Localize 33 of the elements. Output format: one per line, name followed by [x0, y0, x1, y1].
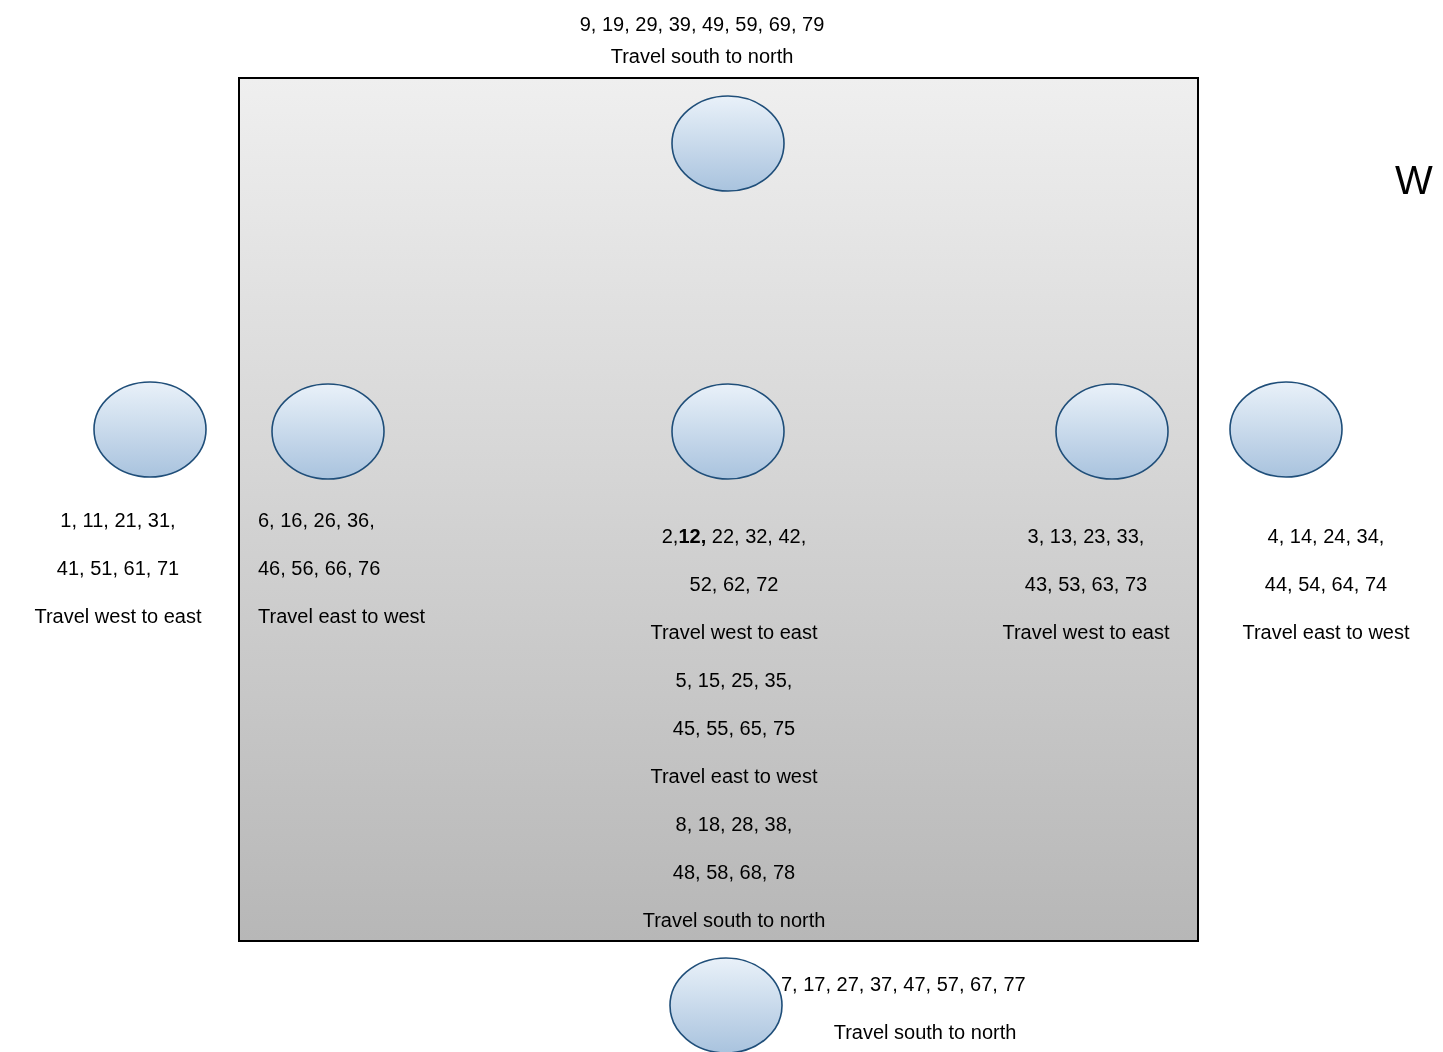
direction-caption: Travel south to north [610, 44, 794, 68]
number-list: 5, 15, 25, 35, [675, 668, 793, 692]
number-list: 44, 54, 64, 74 [1264, 572, 1388, 596]
direction-caption: Travel east to west [1242, 620, 1410, 644]
direction-caption: Travel west to east [1002, 620, 1170, 644]
number-list: 41, 51, 61, 71 [56, 556, 180, 580]
direction-caption: Travel west to east [650, 620, 818, 644]
compass-letter: W [1395, 158, 1433, 202]
number-list: 1, 11, 21, 31, [60, 508, 176, 532]
number-list: 4, 14, 24, 34, [1267, 524, 1385, 548]
number-list: 7, 17, 27, 37, 47, 57, 67, 77 [781, 972, 1026, 996]
frame-box [238, 77, 1199, 942]
direction-caption: Travel south to north [833, 1020, 1017, 1044]
number-list: 43, 53, 63, 73 [1024, 572, 1148, 596]
number-list: 52, 62, 72 [689, 572, 779, 596]
circle [671, 383, 785, 480]
circle [1229, 381, 1343, 478]
number-list: 45, 55, 65, 75 [672, 716, 796, 740]
direction-caption: Travel east to west [258, 604, 426, 628]
number-list: 2,12, 22, 32, 42, [661, 524, 807, 548]
circle [93, 381, 207, 478]
direction-caption: Travel south to north [642, 908, 826, 932]
circle [671, 95, 785, 192]
direction-caption: Travel east to west [650, 764, 818, 788]
number-list: 9, 19, 29, 39, 49, 59, 69, 79 [579, 12, 825, 36]
number-list: 3, 13, 23, 33, [1027, 524, 1145, 548]
direction-caption: Travel west to east [34, 604, 202, 628]
circle [271, 383, 385, 480]
number-list: 8, 18, 28, 38, [675, 812, 793, 836]
number-list: 48, 58, 68, 78 [672, 860, 796, 884]
number-list: 6, 16, 26, 36, [258, 508, 375, 532]
number-list: 46, 56, 66, 76 [258, 556, 381, 580]
circle [1055, 383, 1169, 480]
